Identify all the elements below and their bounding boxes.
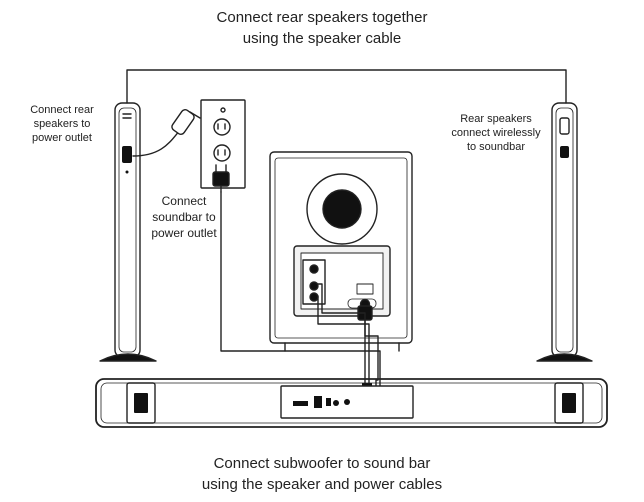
left-rear-speaker <box>99 102 157 362</box>
soundbar <box>95 378 608 428</box>
label-line: to soundbar <box>466 141 526 153</box>
rear-speaker-cable <box>126 69 567 104</box>
right-speaker-label: Rear speakers connect wirelessly to soun… <box>434 112 558 154</box>
soundbar-power-label: Connect soundbar to power outlet <box>136 193 232 241</box>
subwoofer <box>269 151 413 352</box>
subwoofer-driver <box>306 173 378 245</box>
label-line: Connect <box>161 194 207 208</box>
bottom-caption-line: Connect subwoofer to sound bar <box>213 455 431 472</box>
top-caption: Connect rear speakers together using the… <box>150 7 494 49</box>
soundbar-power-cable <box>220 191 381 393</box>
left-speaker-label: Connect rear speakers to power outlet <box>14 103 110 145</box>
label-line: power outlet <box>151 226 217 240</box>
label-line: power outlet <box>32 132 92 144</box>
label-line: soundbar to <box>152 210 216 224</box>
bottom-caption: Connect subwoofer to sound bar using the… <box>150 453 494 495</box>
top-caption-line: using the speaker cable <box>242 30 402 47</box>
bottom-caption-line: using the speaker and power cables <box>201 476 443 493</box>
soundbar-plug <box>212 164 230 193</box>
label-line: Connect rear <box>30 104 94 116</box>
label-line: connect wirelessly <box>451 127 541 139</box>
power-adapter <box>171 109 201 135</box>
label-line: speakers to <box>33 118 91 130</box>
label-line: Rear speakers <box>460 113 532 125</box>
right-rear-speaker <box>536 102 593 362</box>
top-caption-line: Connect rear speakers together <box>216 9 428 26</box>
